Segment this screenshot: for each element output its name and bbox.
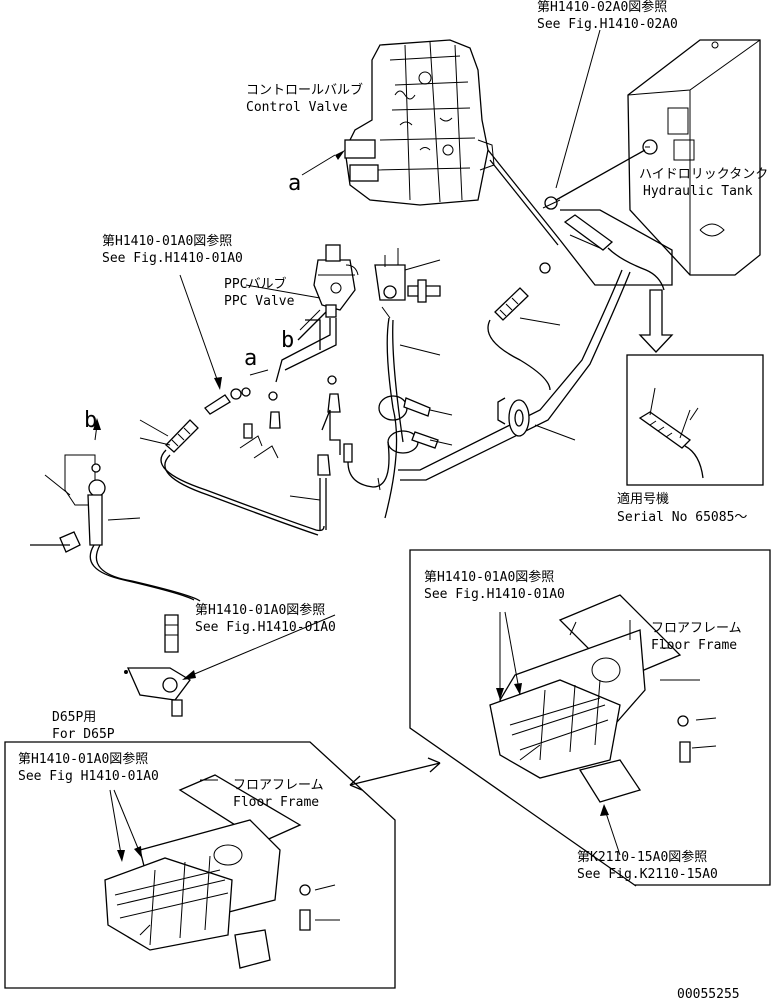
left-switch-assembly <box>30 454 201 602</box>
ppc-ref-jp: 第H1410-01A0図参照 <box>102 233 232 249</box>
left-hose-fitting <box>160 388 325 536</box>
ppc-bracket <box>374 255 441 319</box>
serial-inset-box <box>626 354 764 486</box>
mid-ref-jp: 第H1410-01A0図参照 <box>195 602 325 618</box>
main-pipe <box>398 269 631 481</box>
mid-ref-en: See Fig.H1410-01A0 <box>195 620 336 635</box>
hydraulic-tank-drawing <box>627 39 761 276</box>
bottom-switch-assembly <box>124 614 191 717</box>
right-floor-frame-en: Floor Frame <box>651 638 737 653</box>
ppc-fittings <box>239 375 390 530</box>
k-ref-en: See Fig.K2110-15A0 <box>577 867 718 882</box>
left-box-ref-jp: 第H1410-01A0図参照 <box>18 751 148 767</box>
k-ref-jp: 第K2110-15A0図参照 <box>577 849 707 865</box>
drawing-number: 00055255 <box>677 987 740 1001</box>
hydraulic-tank-label-en: Hydraulic Tank <box>643 184 753 199</box>
leader-lines <box>44 29 717 936</box>
control-valve-drawing <box>344 39 495 206</box>
ppc-valve-drawing <box>313 244 359 318</box>
left-floor-frame <box>104 774 311 969</box>
right-floor-frame <box>489 594 700 803</box>
hyd-tank-ref-en: See Fig.H1410-02A0 <box>537 17 678 32</box>
control-valve-label-jp: コントロールバルブ <box>246 82 363 98</box>
tank-fitting <box>542 149 646 210</box>
left-detail-box <box>4 741 396 989</box>
ppc-valve-label-en: PPC Valve <box>224 294 295 309</box>
hyd-tank-ref-jp: 第H1410-02A0図参照 <box>537 0 667 15</box>
hose-fitting-upper <box>487 262 551 391</box>
double-arrow <box>349 757 441 791</box>
letter-b-ppc: b <box>281 328 294 353</box>
serial-inset-fitting <box>638 387 704 479</box>
serial-label-jp: 適用号機 <box>617 491 669 507</box>
letter-b-left: b <box>84 408 97 433</box>
ppc-valve-label-jp: PPCバルブ <box>224 276 286 292</box>
hose-clamp-group <box>378 317 439 519</box>
letter-a-ppc: a <box>244 346 257 371</box>
control-valve-label-en: Control Valve <box>246 100 348 115</box>
hydraulic-tank-label-jp: ハイドロリックタンク <box>639 167 768 182</box>
left-floor-frame-jp: フロアフレーム <box>233 778 324 793</box>
d65p-label-jp: D65P用 <box>52 710 96 725</box>
right-detail-box <box>409 549 771 887</box>
left-box-ref-en: See Fig H1410-01A0 <box>18 769 159 784</box>
left-floor-frame-en: Floor Frame <box>233 795 319 810</box>
right-box-ref-en: See Fig.H1410-01A0 <box>424 587 565 602</box>
d65p-label-en: For D65P <box>52 727 115 742</box>
right-box-ref-jp: 第H1410-01A0図参照 <box>424 569 554 585</box>
ppc-ref-en: See Fig.H1410-01A0 <box>102 251 243 266</box>
serial-label-en: Serial No 65085～ <box>617 510 747 525</box>
down-arrow <box>638 289 674 353</box>
letter-a-top: a <box>288 171 301 196</box>
right-floor-frame-jp: フロアフレーム <box>651 621 742 636</box>
